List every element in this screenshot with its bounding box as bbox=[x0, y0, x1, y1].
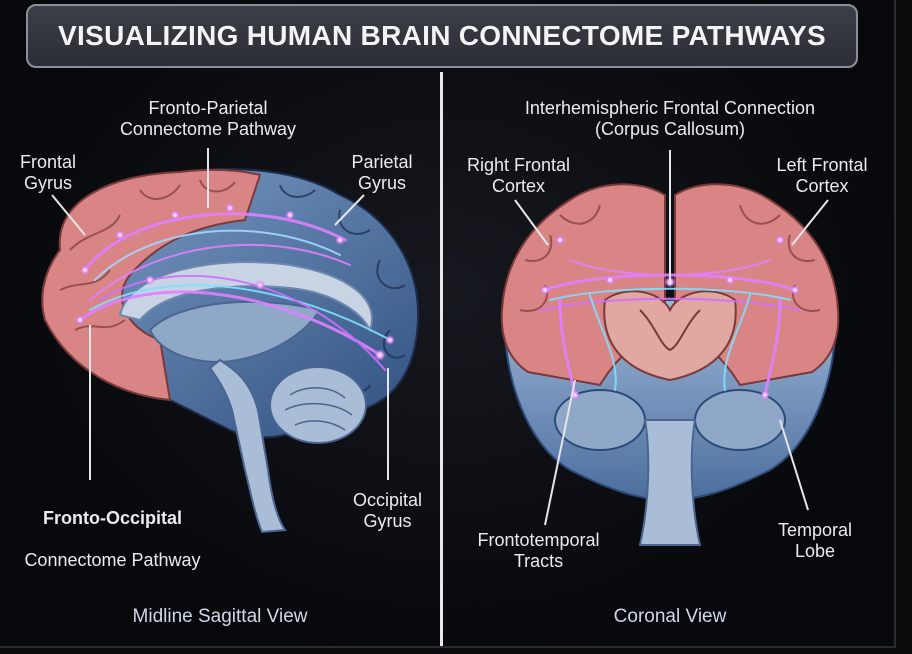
infographic-frame: VISUALIZING HUMAN BRAIN CONNECTOME PATHW… bbox=[0, 0, 896, 648]
label-frontal-gyrus: Frontal Gyrus bbox=[19, 152, 77, 193]
label-fronto-parietal: Fronto-Parietal Connectome Pathway bbox=[119, 98, 297, 139]
label-temporal-lobe: Temporal Lobe bbox=[777, 520, 853, 561]
label-fronto-occipital: Fronto-Occipital Connectome Pathway bbox=[10, 487, 215, 571]
panel-divider bbox=[440, 72, 443, 646]
label-occipital-gyrus: Occipital Gyrus bbox=[352, 490, 423, 531]
brainstem bbox=[208, 358, 287, 534]
label-fronto-occipital-line2: Connectome Pathway bbox=[24, 550, 201, 570]
label-fronto-occipital-line1: Fronto-Occipital bbox=[43, 508, 182, 528]
label-interhemispheric: Interhemispheric Frontal Connection (Cor… bbox=[524, 98, 816, 139]
label-frontotemporal-tracts: Frontotemporal Tracts bbox=[477, 530, 600, 571]
caption-sagittal-view: Midline Sagittal View bbox=[132, 606, 308, 627]
corpus-callosum bbox=[118, 261, 373, 333]
brain-illustrations bbox=[41, 148, 840, 546]
cerebellum bbox=[269, 366, 367, 444]
title-text: VISUALIZING HUMAN BRAIN CONNECTOME PATHW… bbox=[58, 20, 826, 51]
page-title: VISUALIZING HUMAN BRAIN CONNECTOME PATHW… bbox=[26, 4, 858, 68]
label-parietal-gyrus: Parietal Gyrus bbox=[351, 152, 413, 193]
coronal-brain bbox=[500, 150, 840, 546]
label-left-frontal-cortex: Left Frontal Cortex bbox=[776, 155, 868, 196]
label-right-frontal-cortex: Right Frontal Cortex bbox=[466, 155, 571, 196]
sagittal-brain bbox=[41, 148, 420, 534]
coronal-brainstem bbox=[638, 419, 702, 546]
caption-coronal-view: Coronal View bbox=[613, 606, 727, 627]
